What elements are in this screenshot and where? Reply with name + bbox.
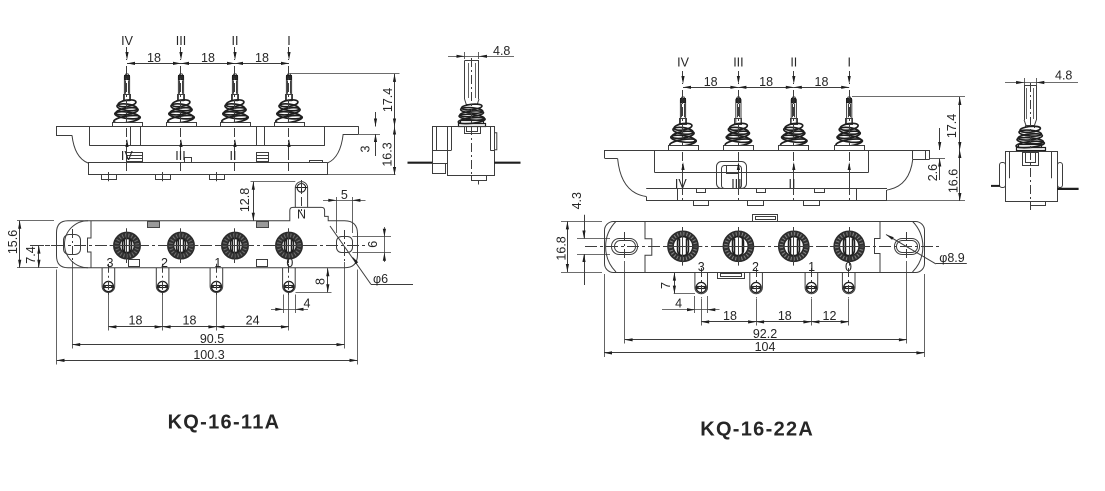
- svg-text:17.4: 17.4: [381, 88, 395, 112]
- svg-text:5: 5: [341, 188, 348, 202]
- svg-text:4: 4: [675, 297, 682, 311]
- svg-text:18: 18: [723, 309, 737, 323]
- svg-text:18: 18: [704, 75, 718, 89]
- svg-text:III: III: [731, 177, 741, 191]
- svg-text:I: I: [287, 34, 290, 48]
- svg-text:18: 18: [147, 51, 161, 65]
- svg-text:18: 18: [815, 75, 829, 89]
- svg-text:18: 18: [759, 75, 773, 89]
- svg-text:4.8: 4.8: [493, 44, 510, 58]
- svg-text:III: III: [176, 34, 186, 48]
- svg-text:4: 4: [304, 297, 311, 311]
- svg-text:2.6: 2.6: [926, 164, 940, 181]
- svg-text:100.3: 100.3: [193, 348, 224, 362]
- svg-text:24: 24: [246, 314, 260, 328]
- svg-text:18: 18: [201, 51, 215, 65]
- svg-text:7.4: 7.4: [24, 246, 38, 263]
- svg-text:IV: IV: [121, 34, 133, 48]
- svg-text:IV: IV: [677, 55, 689, 69]
- svg-text:2: 2: [752, 260, 759, 274]
- svg-text:KQ-16-11A: KQ-16-11A: [168, 411, 281, 433]
- svg-text:φ6: φ6: [373, 272, 388, 286]
- svg-text:II: II: [230, 149, 237, 163]
- svg-text:I: I: [847, 55, 850, 69]
- svg-text:II: II: [790, 55, 797, 69]
- svg-text:φ8.9: φ8.9: [939, 251, 965, 265]
- svg-text:18: 18: [129, 314, 143, 328]
- svg-text:92.2: 92.2: [753, 327, 777, 341]
- svg-text:12: 12: [823, 309, 837, 323]
- svg-text:IV: IV: [121, 149, 133, 163]
- svg-text:104: 104: [755, 340, 776, 354]
- svg-text:4.8: 4.8: [1055, 68, 1072, 82]
- svg-text:12.8: 12.8: [238, 188, 252, 212]
- svg-text:17.4: 17.4: [945, 114, 959, 138]
- svg-text:7: 7: [659, 282, 673, 289]
- svg-text:1: 1: [214, 256, 221, 270]
- svg-text:0: 0: [286, 256, 293, 270]
- svg-text:3: 3: [107, 256, 114, 270]
- svg-text:2: 2: [161, 256, 168, 270]
- svg-text:II: II: [789, 177, 796, 191]
- svg-text:KQ-16-22A: KQ-16-22A: [700, 419, 814, 441]
- svg-text:18: 18: [778, 309, 792, 323]
- svg-text:16.6: 16.6: [946, 169, 960, 193]
- svg-text:90.5: 90.5: [200, 332, 224, 346]
- svg-text:1: 1: [808, 260, 815, 274]
- svg-text:16.8: 16.8: [555, 236, 569, 260]
- svg-text:3: 3: [698, 260, 705, 274]
- svg-text:III: III: [175, 149, 185, 163]
- svg-text:18: 18: [255, 51, 269, 65]
- svg-text:N: N: [297, 208, 306, 222]
- svg-text:4.3: 4.3: [570, 192, 584, 209]
- svg-text:IV: IV: [675, 177, 687, 191]
- svg-text:8: 8: [313, 278, 327, 285]
- svg-text:3: 3: [358, 145, 372, 152]
- svg-text:18: 18: [183, 314, 197, 328]
- svg-text:16.3: 16.3: [381, 142, 395, 166]
- svg-text:15.6: 15.6: [6, 230, 20, 254]
- svg-text:III: III: [733, 55, 743, 69]
- svg-text:6: 6: [366, 241, 380, 248]
- svg-text:0: 0: [845, 260, 852, 274]
- svg-text:II: II: [232, 34, 239, 48]
